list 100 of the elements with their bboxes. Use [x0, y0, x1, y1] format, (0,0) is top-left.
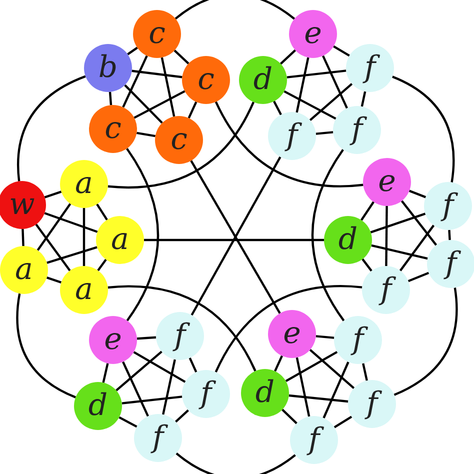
vertex-circle: f: [348, 380, 396, 428]
edge-line: [399, 224, 435, 272]
edge-line: [132, 70, 182, 78]
edge-line: [17, 75, 86, 182]
edge-line: [296, 57, 310, 113]
edge-line: [371, 244, 428, 260]
edge-line: [370, 212, 426, 234]
edge-line: [136, 336, 156, 340]
edge-line: [44, 212, 98, 233]
edge-line: [127, 46, 138, 56]
vertex-circle: c: [133, 10, 181, 58]
edge-line: [309, 82, 353, 122]
vertex-circle: f: [424, 182, 472, 230]
edge-line: [316, 335, 334, 339]
edge-line: [108, 102, 254, 189]
vertex-circle: c: [155, 116, 203, 164]
edge-line: [46, 276, 62, 284]
vertex-circle: a: [60, 160, 108, 208]
vertex-circle: f: [134, 414, 182, 462]
edge-line: [96, 204, 108, 220]
vertex-circle: a: [96, 216, 144, 264]
edge-line: [362, 258, 372, 272]
edge-line: [273, 100, 282, 116]
edge-line: [176, 452, 296, 474]
vertex-circle: a: [60, 266, 108, 314]
vertex-circle: f: [346, 44, 394, 92]
vertex-circle: e: [363, 158, 411, 206]
edge-line: [160, 57, 176, 117]
edge-line: [360, 201, 375, 221]
edge-line: [44, 190, 62, 198]
edge-line: [362, 363, 368, 381]
vertex-circle: f: [333, 106, 381, 154]
edge-line: [133, 351, 186, 383]
edge-line: [322, 362, 350, 418]
edge-line: [144, 238, 324, 242]
edge-line: [35, 224, 71, 272]
edge-line: [394, 288, 458, 396]
edge-line: [282, 408, 298, 424]
edge-line: [214, 285, 362, 373]
edge-line: [97, 258, 107, 272]
vertex-circle: f: [362, 266, 410, 314]
edge-line: [285, 350, 338, 382]
vertex-circle: w: [0, 181, 46, 229]
edge-line: [46, 246, 98, 264]
edge-line: [22, 228, 24, 246]
vertex-circle: b: [84, 44, 132, 92]
vertex-circle: f: [427, 240, 474, 288]
edge-line: [108, 92, 112, 106]
edge-line: [118, 416, 138, 428]
edge-line: [188, 101, 198, 119]
vertex-circle: f: [334, 316, 382, 364]
edge-line: [136, 132, 156, 138]
edge-line: [309, 348, 355, 390]
edge-line: [400, 200, 438, 246]
edge-line: [385, 206, 388, 266]
edge-line: [102, 363, 109, 383]
edge-line: [311, 149, 345, 322]
vertex-circle: d: [241, 369, 289, 417]
vertex-circle: f: [156, 312, 204, 360]
edge-line: [124, 84, 163, 124]
edge-line: [448, 230, 451, 240]
edge-line: [174, 0, 296, 20]
edge-line: [82, 208, 86, 266]
edge-line: [334, 416, 352, 428]
edge-line: [280, 49, 296, 65]
edge-line: [122, 396, 182, 404]
edge-line: [122, 55, 148, 108]
vertex-circle: c: [89, 105, 137, 153]
edge-line: [116, 350, 162, 392]
vertex-circle: e: [268, 310, 316, 358]
vertex-circle: d: [74, 382, 122, 430]
edge-line: [333, 45, 350, 57]
edge-line: [174, 409, 190, 423]
edge-line: [286, 70, 346, 78]
edge-line: [392, 76, 455, 182]
vertex-circle: c: [182, 56, 230, 104]
edge-line: [108, 285, 256, 372]
edge-line: [322, 55, 348, 109]
edge-line: [408, 190, 426, 198]
edge-line: [16, 293, 76, 398]
edge-line: [214, 101, 364, 188]
edge-line: [408, 272, 430, 282]
edge-line: [188, 357, 198, 373]
edge-line: [36, 203, 72, 251]
vertex-circle: f: [290, 416, 338, 464]
edge-line: [316, 131, 334, 135]
vertex-circle: f: [182, 370, 230, 418]
vertex-circle: e: [289, 10, 337, 58]
edge-line: [174, 50, 190, 64]
edge-line: [296, 357, 310, 417]
edge-line: [162, 359, 176, 415]
edge-line: [274, 355, 283, 372]
edge-line: [360, 91, 366, 107]
vertex-circle: d: [324, 216, 372, 264]
edge-line: [284, 90, 336, 120]
edge-line: [134, 90, 186, 119]
vertex-circle: a: [0, 246, 48, 294]
edge-line: [126, 148, 160, 322]
vertex-circle: e: [89, 316, 137, 364]
edge-line: [122, 361, 149, 417]
